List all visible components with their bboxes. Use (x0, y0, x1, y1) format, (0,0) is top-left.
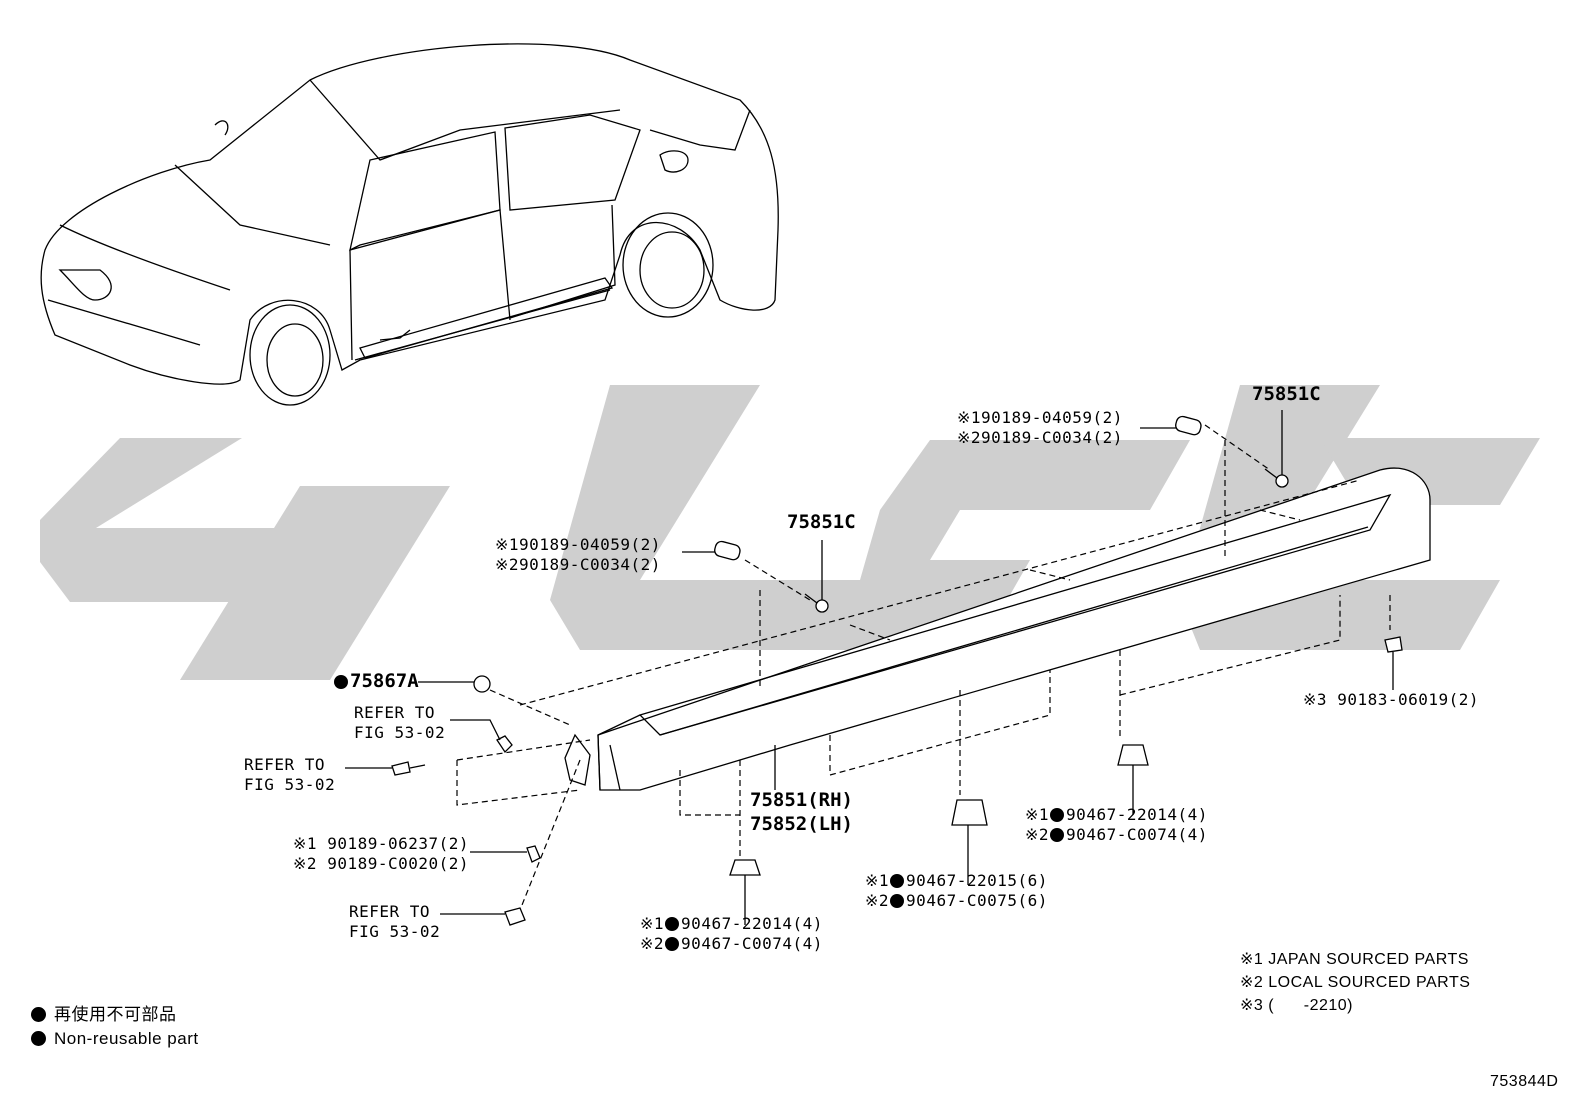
clip-75867a-label: 75867A (333, 671, 419, 691)
screw-left-label: 75851C (787, 511, 856, 533)
bolt-small-label: ※1 90189-06237(2) ※2 90189-C0020(2) (293, 834, 470, 873)
bolt-refer3-icon (504, 907, 526, 926)
refer-label-2: REFER TO FIG 53-02 (244, 755, 336, 794)
fastener-parts (391, 415, 1403, 926)
screw-left-icon (815, 599, 829, 613)
plug-right-label: ※190189-04059(2) ※290189-C0034(2) (957, 408, 1123, 447)
bracket-icon (564, 733, 591, 786)
vehicle-illustration (40, 43, 779, 406)
refer-label-3: REFER TO FIG 53-02 (349, 902, 441, 941)
clip-bottom-mid-icon (951, 799, 988, 826)
non-reusable-dot-icon (31, 1031, 46, 1046)
non-reusable-dot-icon (1050, 808, 1065, 822)
screw-right-icon (1275, 474, 1289, 488)
plug-left-label: ※190189-04059(2) ※290189-C0034(2) (495, 535, 661, 574)
rocker-moulding (597, 467, 1431, 791)
non-reusable-dot-icon (334, 675, 348, 689)
refer-label-1: REFER TO FIG 53-02 (354, 703, 446, 742)
nut-right-label: ※3 90183-06019(2) (1303, 690, 1480, 709)
dashed-leaders (456, 424, 1391, 911)
non-reusable-dot-icon (1050, 828, 1065, 842)
non-reusable-dot-icon (31, 1007, 46, 1022)
screw-right-label: 75851C (1252, 383, 1321, 405)
figure-code: 753844D (1490, 1073, 1559, 1090)
non-reusable-dot-icon (665, 937, 680, 951)
non-reusable-dot-icon (890, 894, 905, 908)
clip-refer1-icon (496, 735, 513, 754)
bolt-refer2-icon (391, 761, 411, 776)
clip-bottom-right-icon (1117, 744, 1149, 766)
moulding-label: 75851(RH) 75852(LH) (750, 789, 853, 835)
non-reusable-dot-icon (665, 917, 680, 931)
legend: 再使用不可部品 Non-reusable part (30, 1003, 199, 1051)
solid-leaders (345, 410, 1394, 925)
nut-right-icon (1384, 636, 1403, 653)
bolt-small-icon (526, 845, 541, 863)
clip-75867a-icon (473, 675, 491, 693)
clip-bottom-left-icon (729, 859, 761, 876)
plug-right-icon (1175, 415, 1202, 436)
plug-left-icon (714, 540, 741, 561)
sourcing-notes: ※1 JAPAN SOURCED PARTS ※2 LOCAL SOURCED … (1240, 951, 1471, 1014)
non-reusable-dot-icon (890, 874, 905, 888)
